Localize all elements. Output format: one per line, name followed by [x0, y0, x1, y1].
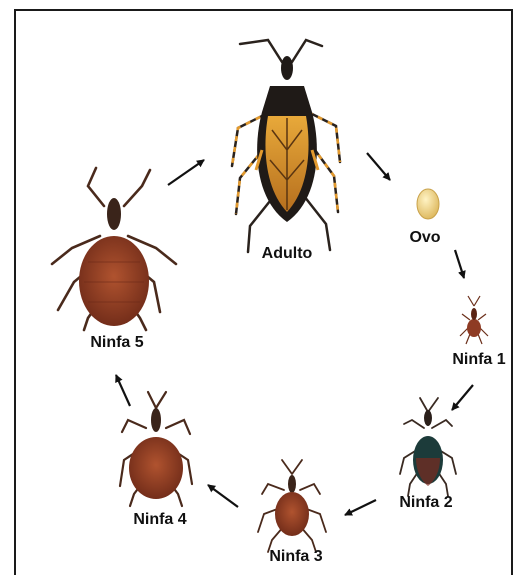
arrow-egg-to-nymph1 — [455, 250, 464, 278]
label-ninfa-2: Ninfa 2 — [399, 494, 452, 512]
label-ninfa-1: Ninfa 1 — [452, 351, 505, 369]
arrow-nymph3-to-nymph4 — [208, 485, 238, 507]
nymph2-illustration — [400, 398, 456, 496]
nymph1-illustration — [460, 296, 488, 344]
arrow-nymph4-to-nymph5 — [116, 375, 130, 406]
nymph4-illustration — [120, 392, 192, 506]
arrow-nymph2-to-nymph3 — [345, 500, 376, 515]
arrow-nymph1-to-nymph2 — [452, 385, 473, 410]
adult-bug-illustration — [232, 40, 340, 252]
label-ninfa-4: Ninfa 4 — [133, 511, 186, 529]
label-ninfa-5: Ninfa 5 — [90, 334, 143, 352]
arrow-adult-to-egg — [367, 153, 390, 180]
label-ovo: Ovo — [409, 229, 440, 247]
arrow-nymph5-to-adult — [168, 160, 204, 185]
egg-illustration — [417, 189, 439, 219]
nymph5-illustration — [52, 168, 176, 330]
nymph3-illustration — [258, 460, 326, 552]
label-ninfa-3: Ninfa 3 — [269, 548, 322, 566]
label-adulto: Adulto — [262, 245, 313, 263]
